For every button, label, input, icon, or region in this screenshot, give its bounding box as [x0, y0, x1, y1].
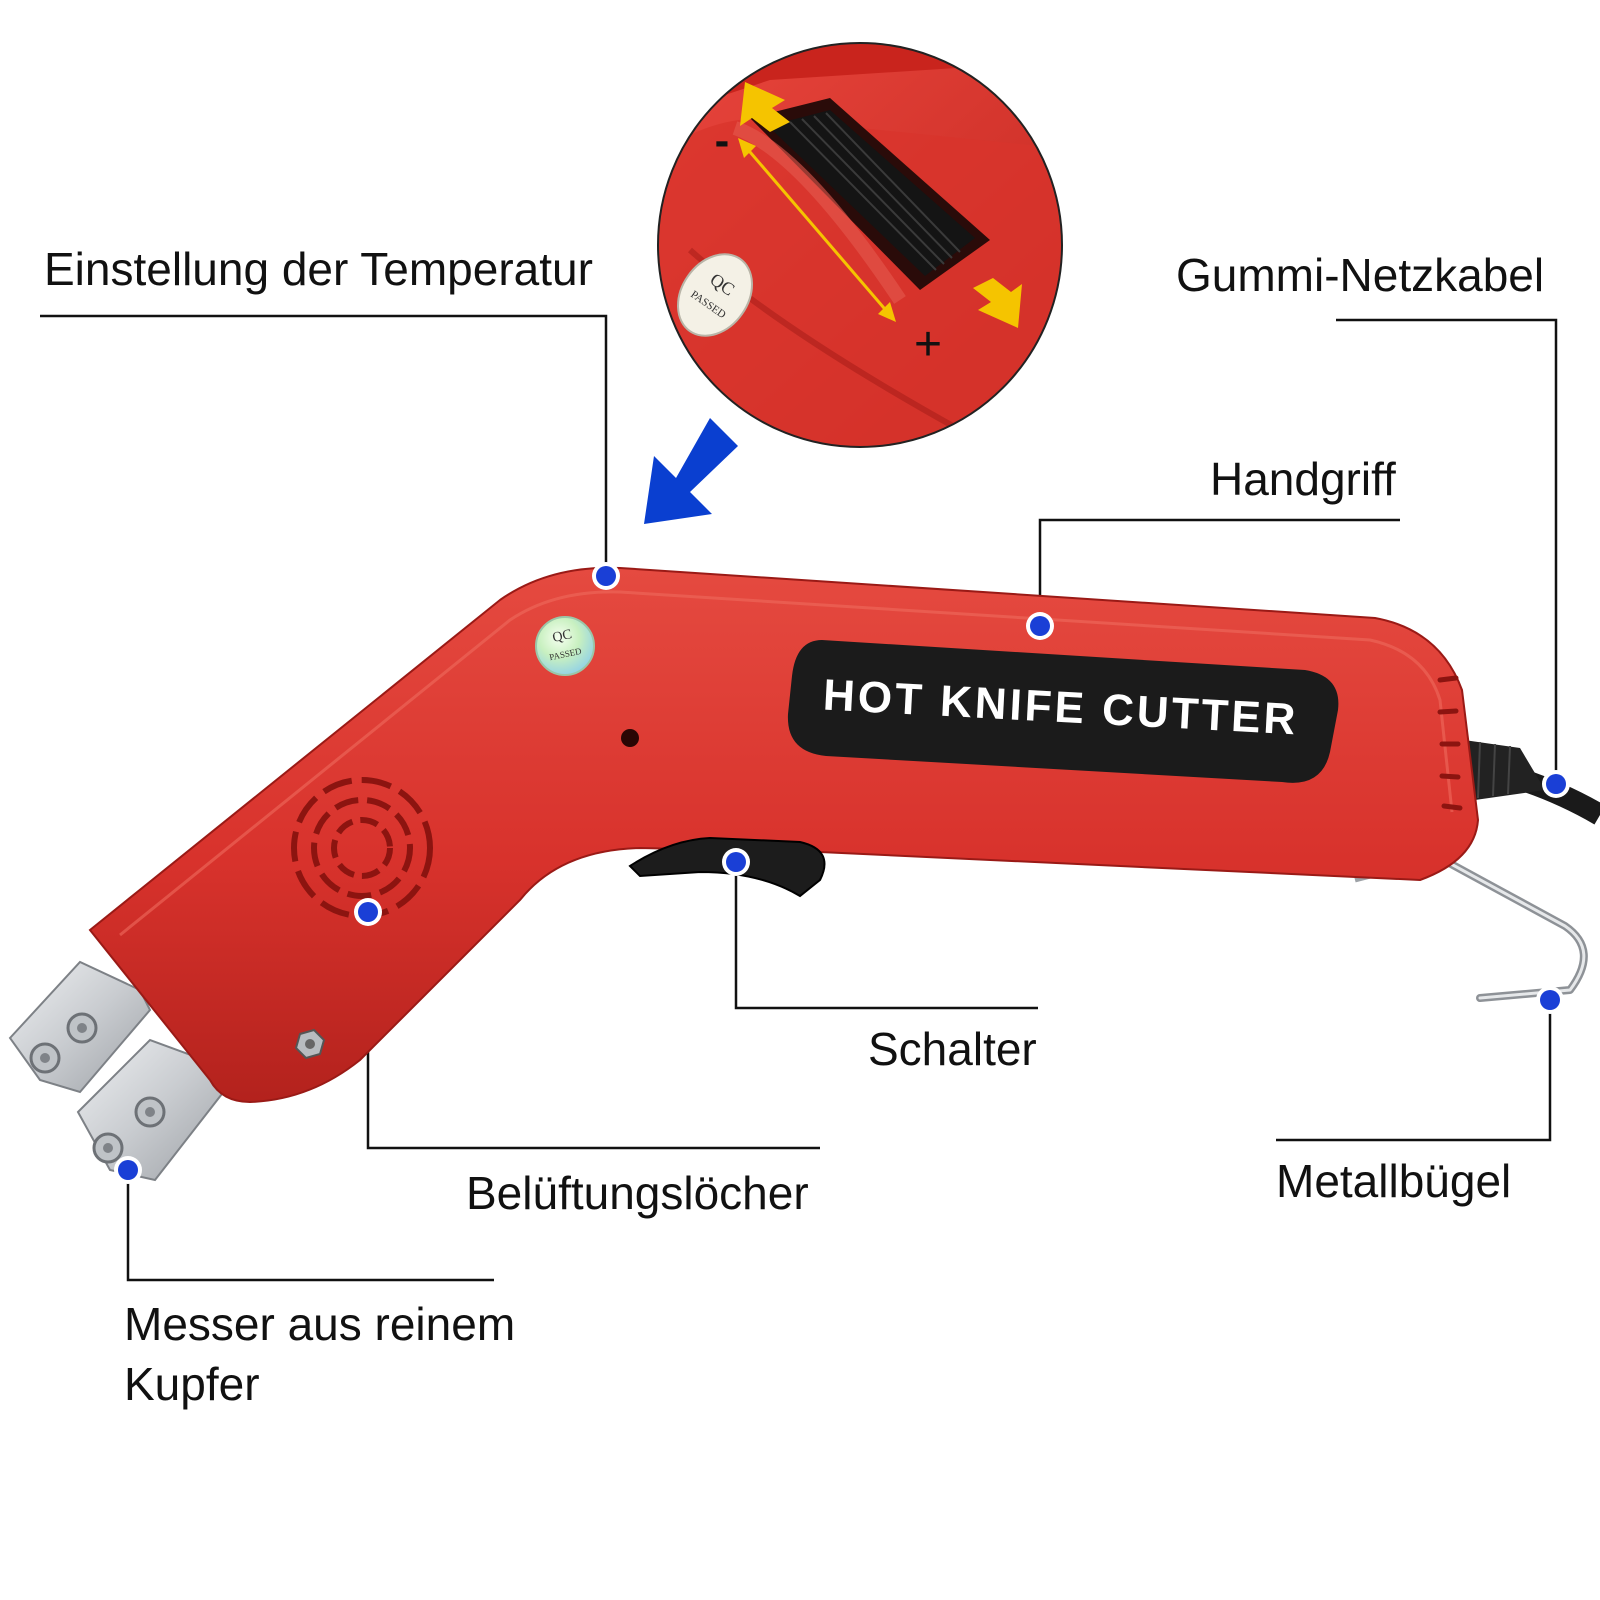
name-plate: HOT KNIFE CUTTER — [787, 640, 1339, 783]
marker-dot-icon — [114, 1156, 142, 1184]
marker-dot-icon — [1542, 770, 1570, 798]
down-arrow-icon — [973, 278, 1022, 328]
qc-label: QC — [551, 627, 573, 646]
indicator-hole — [621, 729, 639, 747]
direction-arrow-icon — [644, 418, 738, 524]
callout-markers — [114, 562, 1570, 1184]
housing-screw — [294, 1028, 326, 1060]
marker-dot-icon — [1026, 612, 1054, 640]
minus-sign: - — [715, 116, 730, 165]
marker-dot-icon — [592, 562, 620, 590]
zoom-inset: QC PASSED - + — [657, 42, 1063, 448]
rear-vent-slits — [1437, 675, 1463, 811]
copper-blade-label-line1: Messer aus reinem — [124, 1298, 516, 1350]
handle-label: Handgriff — [1210, 453, 1396, 505]
marker-dot-icon — [354, 898, 382, 926]
ventilation-holes-label: Belüftungslöcher — [466, 1167, 809, 1219]
copper-blade-label-line2: Kupfer — [124, 1358, 260, 1410]
plus-sign: + — [914, 318, 942, 371]
hot-knife-cutter: HOT KNIFE CUTTER QC PASSED — [8, 566, 1600, 1182]
marker-dot-icon — [722, 848, 750, 876]
up-arrow-icon — [740, 82, 790, 132]
adjust-direction-arrows — [738, 82, 1022, 328]
metal-bracket-label: Metallbügel — [1276, 1155, 1512, 1207]
marker-dot-icon — [1536, 986, 1564, 1014]
copper-blade-label: Messer aus reinem Kupfer — [124, 1294, 515, 1414]
temperature-dial-closeup — [732, 98, 990, 304]
temperature-adjustment-label: Einstellung der Temperatur — [44, 243, 593, 295]
power-cable-label: Gummi-Netzkabel — [1176, 249, 1545, 301]
qc-sticker-closeup: QC PASSED — [677, 253, 753, 337]
copper-blade-holder — [8, 960, 227, 1182]
switch-label: Schalter — [868, 1023, 1037, 1075]
qc-sticker: QC PASSED — [535, 616, 595, 676]
